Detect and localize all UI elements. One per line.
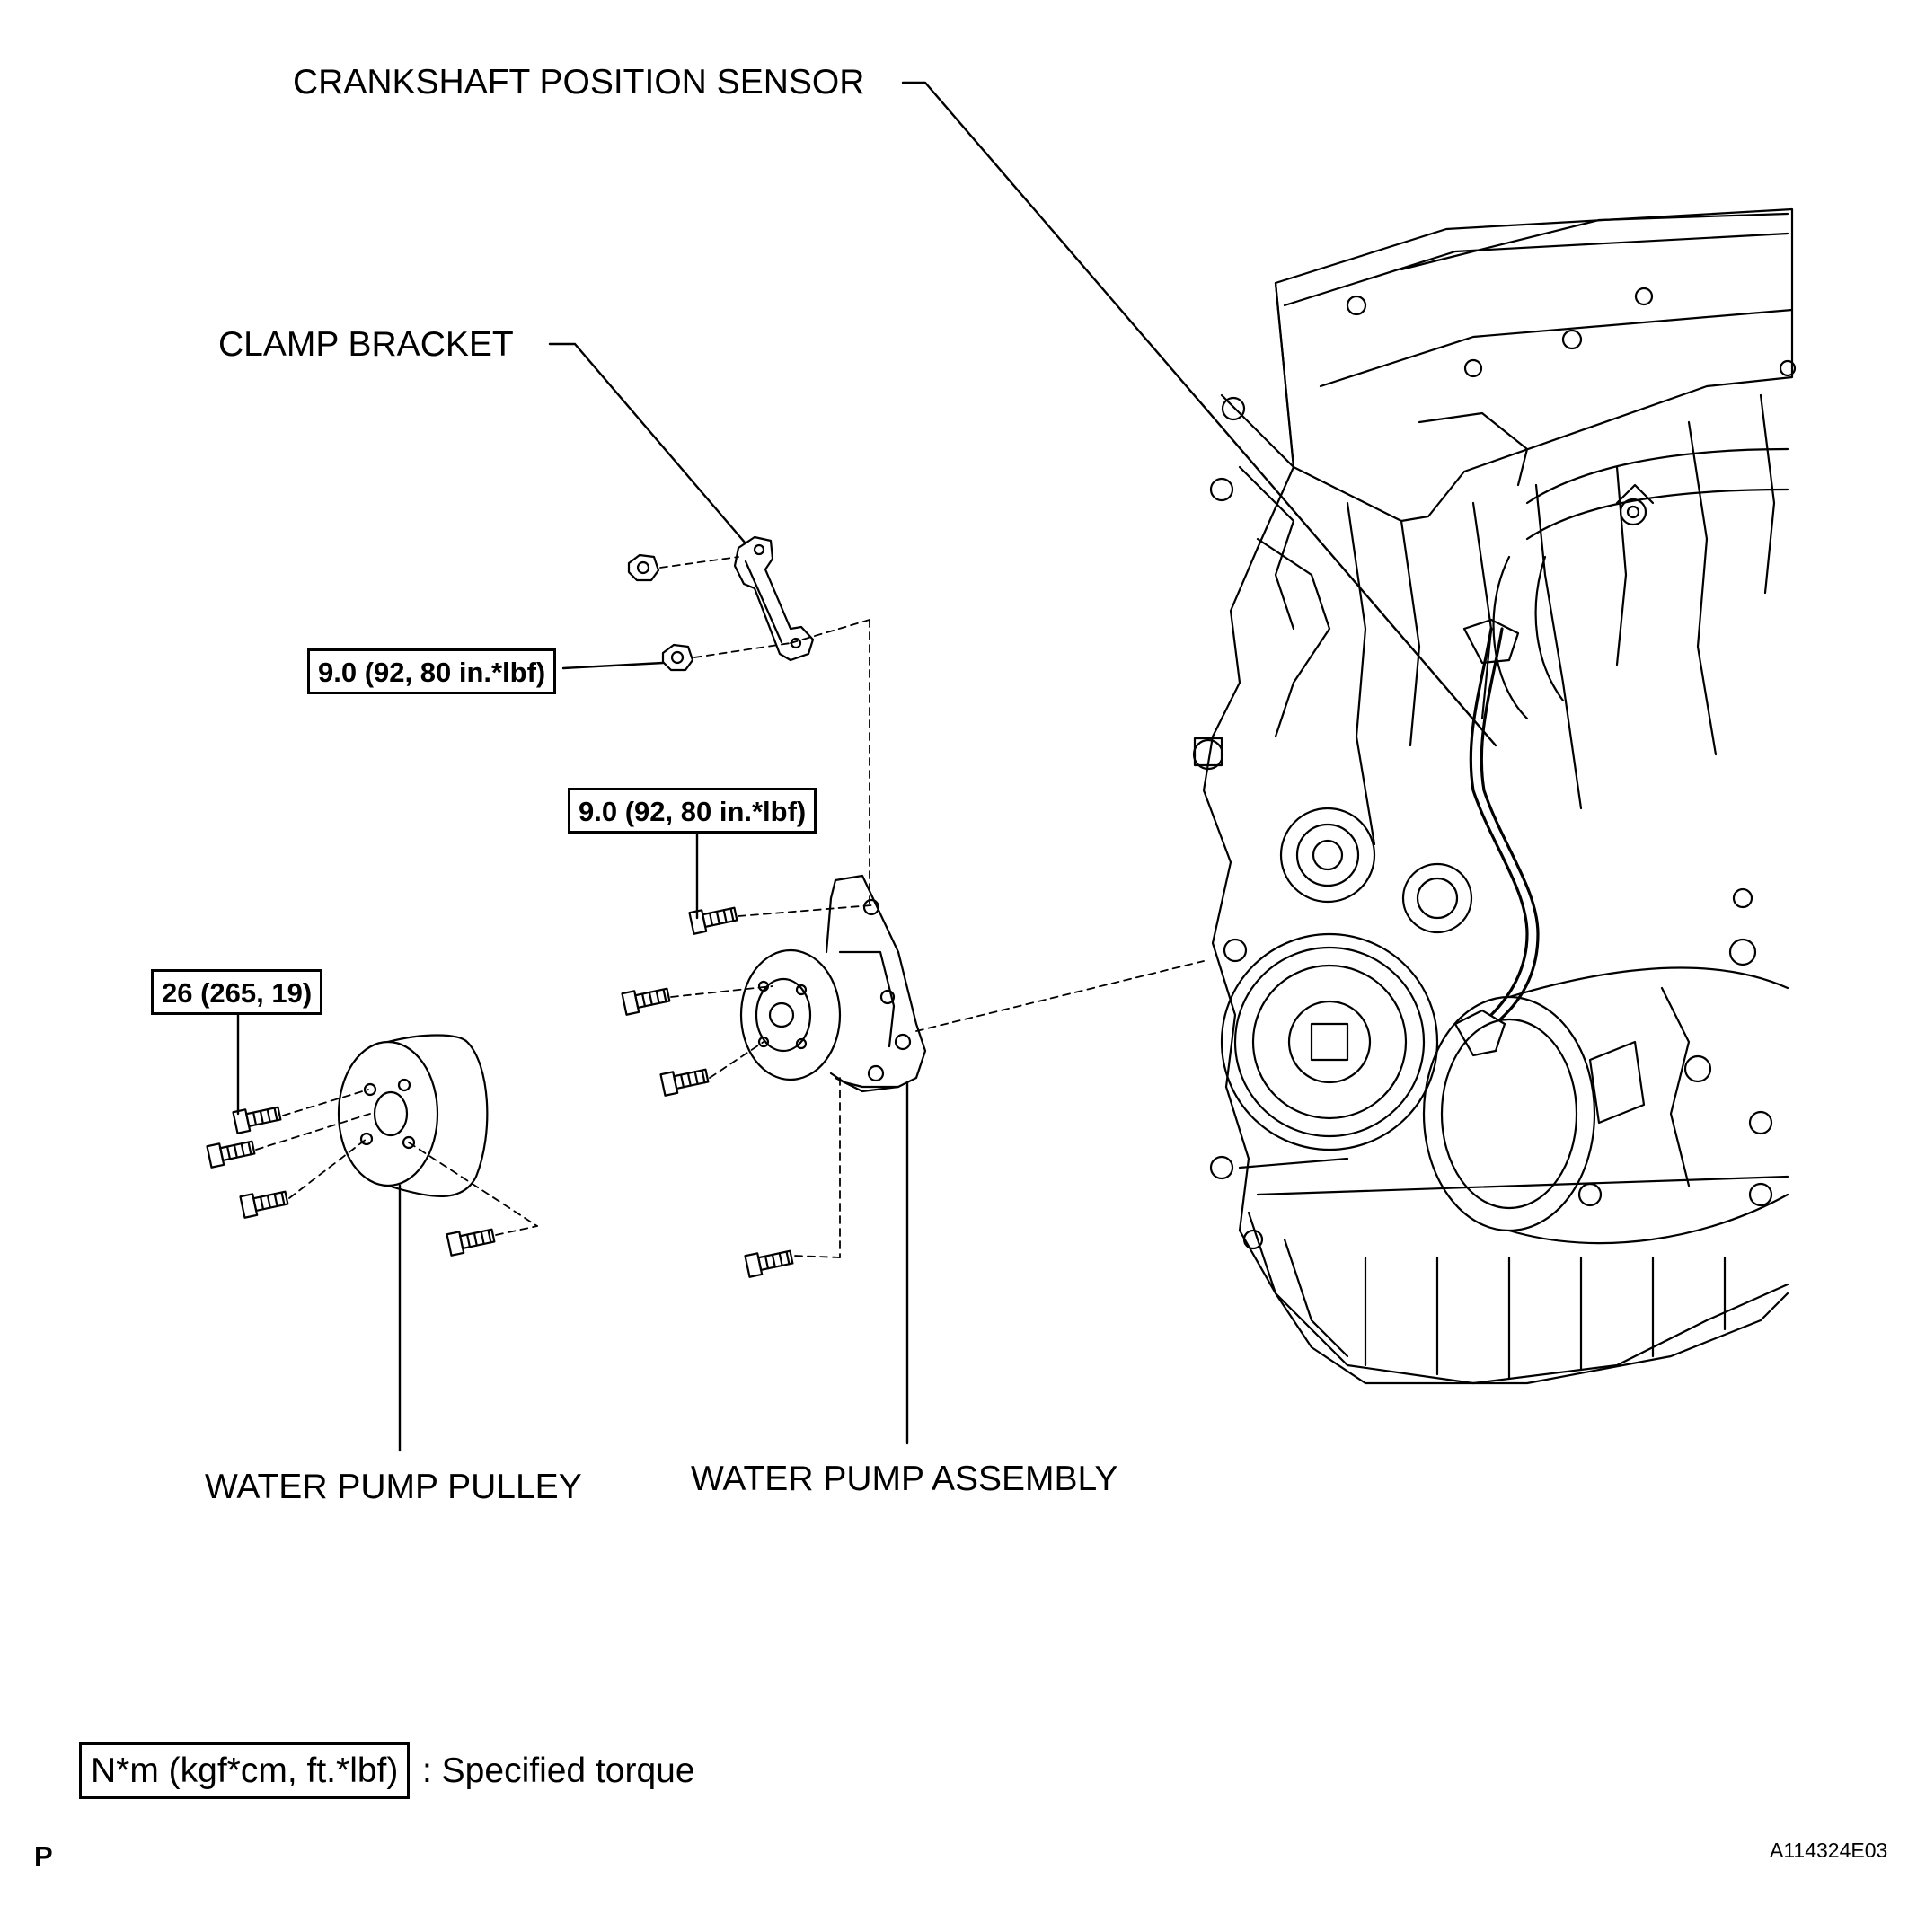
clamp-bracket-part bbox=[733, 535, 815, 662]
pulley-bolts bbox=[206, 1106, 496, 1257]
water-pump-bolts bbox=[621, 906, 794, 1278]
water-pump-pulley-part bbox=[337, 1034, 489, 1198]
leader-lines bbox=[236, 81, 1497, 1452]
engine-block bbox=[1192, 207, 1797, 1385]
torque-legend-unit-box: N*m (kgf*cm, ft.*lbf) bbox=[79, 1742, 411, 1799]
clamp-bracket-label: CLAMP BRACKET bbox=[218, 325, 514, 364]
assembly-dashed-lines bbox=[255, 556, 1205, 1258]
crankshaft-position-sensor-label: CRANKSHAFT POSITION SENSOR bbox=[293, 63, 865, 101]
figure-id: A114324E03 bbox=[1770, 1839, 1888, 1862]
torque-legend-description: : Specified torque bbox=[422, 1751, 695, 1790]
torque-pulley-bolt: 26 (265, 19) bbox=[151, 969, 323, 1015]
water-pump-part bbox=[739, 874, 927, 1093]
torque-water-pump-bolt: 9.0 (92, 80 in.*lbf) bbox=[568, 788, 817, 834]
page-marker: P bbox=[34, 1840, 53, 1872]
torque-clamp-bracket-nut: 9.0 (92, 80 in.*lbf) bbox=[307, 648, 557, 694]
crankshaft-sensor-harness bbox=[1453, 618, 1540, 1057]
water-pump-pulley-label: WATER PUMP PULLEY bbox=[205, 1468, 582, 1506]
water-pump-assembly-label: WATER PUMP ASSEMBLY bbox=[691, 1460, 1118, 1498]
clamp-bracket-nuts bbox=[627, 553, 694, 672]
